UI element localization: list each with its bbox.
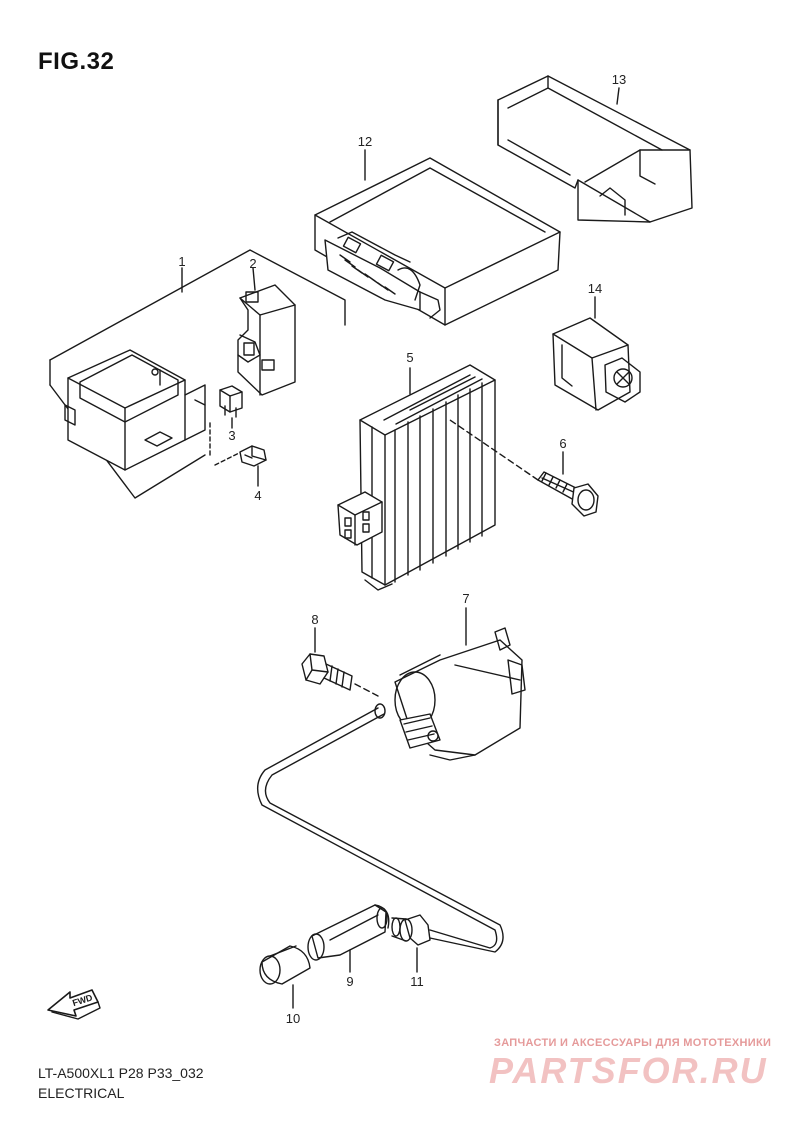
part-9-spark-plug-cap xyxy=(307,904,390,961)
callout-6: 6 xyxy=(559,436,567,451)
part-13-ecm-cover xyxy=(497,75,693,223)
callout-14: 14 xyxy=(587,281,603,296)
part-1-starter-relay xyxy=(64,349,206,471)
fwd-arrow-icon: FWD xyxy=(47,989,101,1020)
spark-plug-lead xyxy=(257,703,504,953)
model-code: LT-A500XL1 P28 P33_032 xyxy=(38,1065,204,1081)
part-2-relay-cover xyxy=(237,284,296,396)
watermark-brand: PARTSFOR.RU xyxy=(489,1050,768,1091)
callout-10: 10 xyxy=(285,1011,301,1026)
part-6-bolt xyxy=(449,419,599,517)
part-14-relay xyxy=(552,317,641,411)
section-name: ELECTRICAL xyxy=(38,1085,125,1101)
part-4-fuse xyxy=(239,445,267,467)
figure-title: FIG.32 xyxy=(38,48,115,75)
callout-8: 8 xyxy=(311,612,319,627)
part-10-plug-boot xyxy=(259,945,311,985)
part-7-ignition-coil xyxy=(394,627,526,761)
callout-4: 4 xyxy=(254,488,262,503)
part-11-lead-cap xyxy=(391,914,431,946)
callout-7: 7 xyxy=(462,591,470,606)
callout-9: 9 xyxy=(346,974,354,989)
callout-5: 5 xyxy=(406,350,414,365)
callout-12: 12 xyxy=(357,134,373,149)
callout-3: 3 xyxy=(228,428,236,443)
part-8-bolt xyxy=(301,653,379,697)
watermark-tagline: ЗАПЧАСТИ И АКСЕССУАРЫ ДЛЯ МОТОТЕХНИКИ xyxy=(494,1037,772,1049)
part-5-regulator-rectifier xyxy=(337,364,496,591)
part-3-fuse xyxy=(219,385,243,418)
callout-2: 2 xyxy=(249,256,257,271)
callout-11: 11 xyxy=(410,974,424,989)
callout-1: 1 xyxy=(178,254,186,269)
part-12-ecm xyxy=(314,157,561,326)
callout-13: 13 xyxy=(611,72,627,87)
